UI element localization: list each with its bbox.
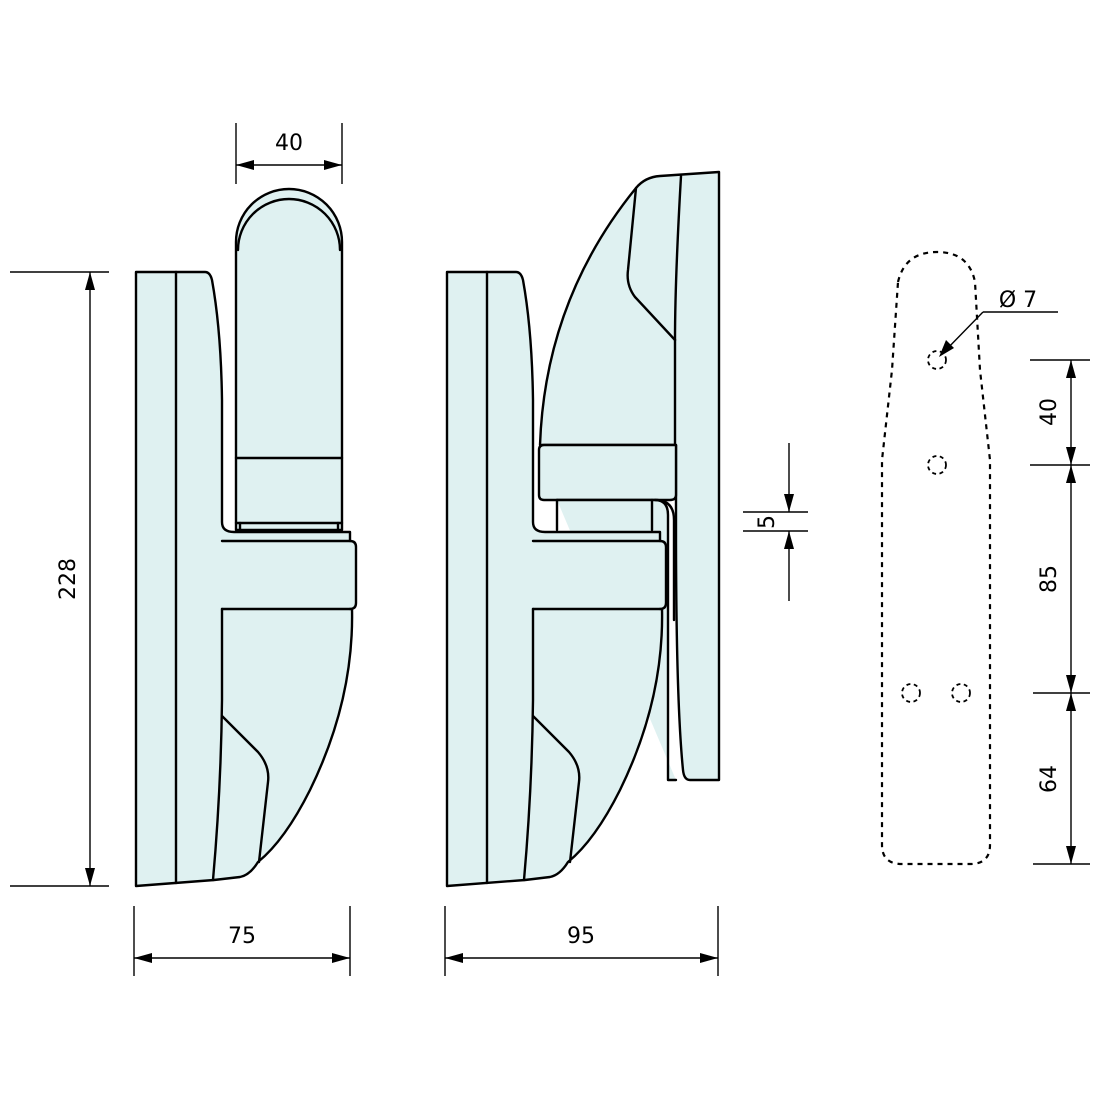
drill-hole-4 bbox=[951, 683, 971, 703]
dimensions: 40 228 75 95 5 Ø 7 bbox=[10, 123, 1090, 976]
dim-closed-depth: 75 bbox=[228, 924, 256, 949]
drill-hole-2 bbox=[927, 455, 947, 475]
dim-spacing-mid: 85 bbox=[1037, 565, 1062, 593]
drill-hole-3 bbox=[901, 683, 921, 703]
dim-gap: 5 bbox=[755, 515, 780, 529]
dim-total-height: 228 bbox=[56, 558, 81, 600]
dim-spacing-bottom: 64 bbox=[1037, 765, 1062, 793]
hinge-body-open bbox=[445, 270, 668, 888]
hinge-view-closed bbox=[134, 187, 358, 888]
dim-spacing-top: 40 bbox=[1037, 398, 1062, 426]
drill-hole-1 bbox=[927, 350, 947, 370]
pin-cover-inner-arc bbox=[236, 197, 342, 252]
template-outline bbox=[880, 250, 992, 866]
hinge-view-open bbox=[445, 170, 721, 888]
hinge-body-closed bbox=[134, 270, 358, 888]
dim-pin-width: 40 bbox=[275, 131, 303, 156]
upper-clamp-block bbox=[537, 443, 678, 502]
dim-open-depth: 95 bbox=[567, 924, 595, 949]
pin-cover-outer bbox=[234, 187, 344, 532]
dim-hole-diameter: Ø 7 bbox=[999, 288, 1037, 313]
mounting-template bbox=[880, 250, 992, 866]
